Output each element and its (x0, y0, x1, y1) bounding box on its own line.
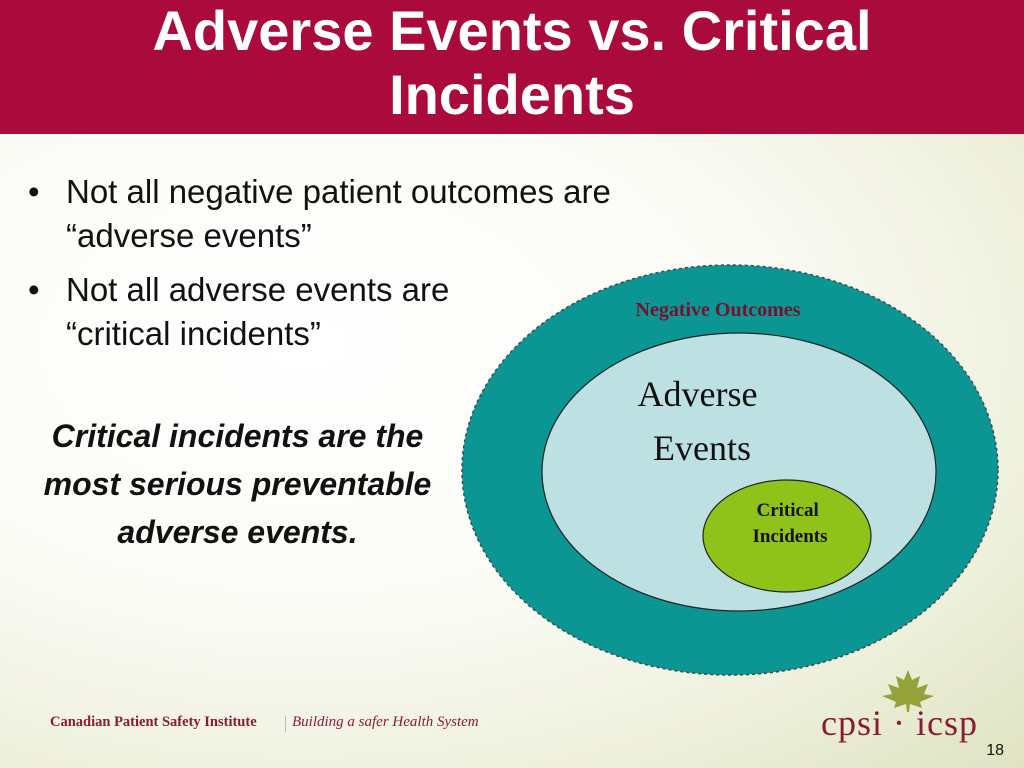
maple-leaf-icon (882, 670, 934, 712)
footer-tagline: Building a safer Health System (292, 714, 479, 730)
adverse-events-label-line2: Events (653, 428, 751, 468)
bullet-item: • Not all adverse events are “critical i… (26, 268, 506, 356)
bullet-item: • Not all negative patient outcomes are … (26, 170, 746, 258)
adverse-events-label: Adverse Events (638, 374, 767, 468)
bullet-dot-icon: • (28, 173, 40, 210)
footer-organization: Canadian Patient Safety Institute (50, 714, 257, 730)
adverse-events-label-line1: Adverse (638, 374, 758, 414)
critical-incidents-label: Critical Incidents (753, 500, 828, 547)
page-number: 18 (986, 742, 1004, 759)
bullet-text: Not all negative patient outcomes are “a… (66, 173, 611, 254)
title-banner: Adverse Events vs. Critical Incidents (0, 0, 1024, 134)
critical-incidents-ellipse (702, 479, 872, 593)
footer-divider (285, 716, 286, 732)
critical-incidents-label-line2: Incidents (753, 526, 828, 547)
nested-ellipse-diagram: Negative Outcomes Adverse Events Critica… (461, 264, 999, 676)
cpsi-logo: cpsi · icsp (812, 668, 987, 748)
critical-incidents-label-line1: Critical (756, 500, 818, 521)
bullet-dot-icon: • (28, 271, 40, 308)
logo-text: cpsi · icsp (821, 703, 978, 743)
slide-title: Adverse Events vs. Critical Incidents (152, 0, 872, 126)
bullet-list: • Not all negative patient outcomes are … (26, 170, 746, 366)
callout-text: Critical incidents are the most serious … (43, 418, 432, 550)
negative-outcomes-label: Negative Outcomes (636, 299, 801, 321)
bullet-text: Not all adverse events are “critical inc… (66, 271, 450, 352)
